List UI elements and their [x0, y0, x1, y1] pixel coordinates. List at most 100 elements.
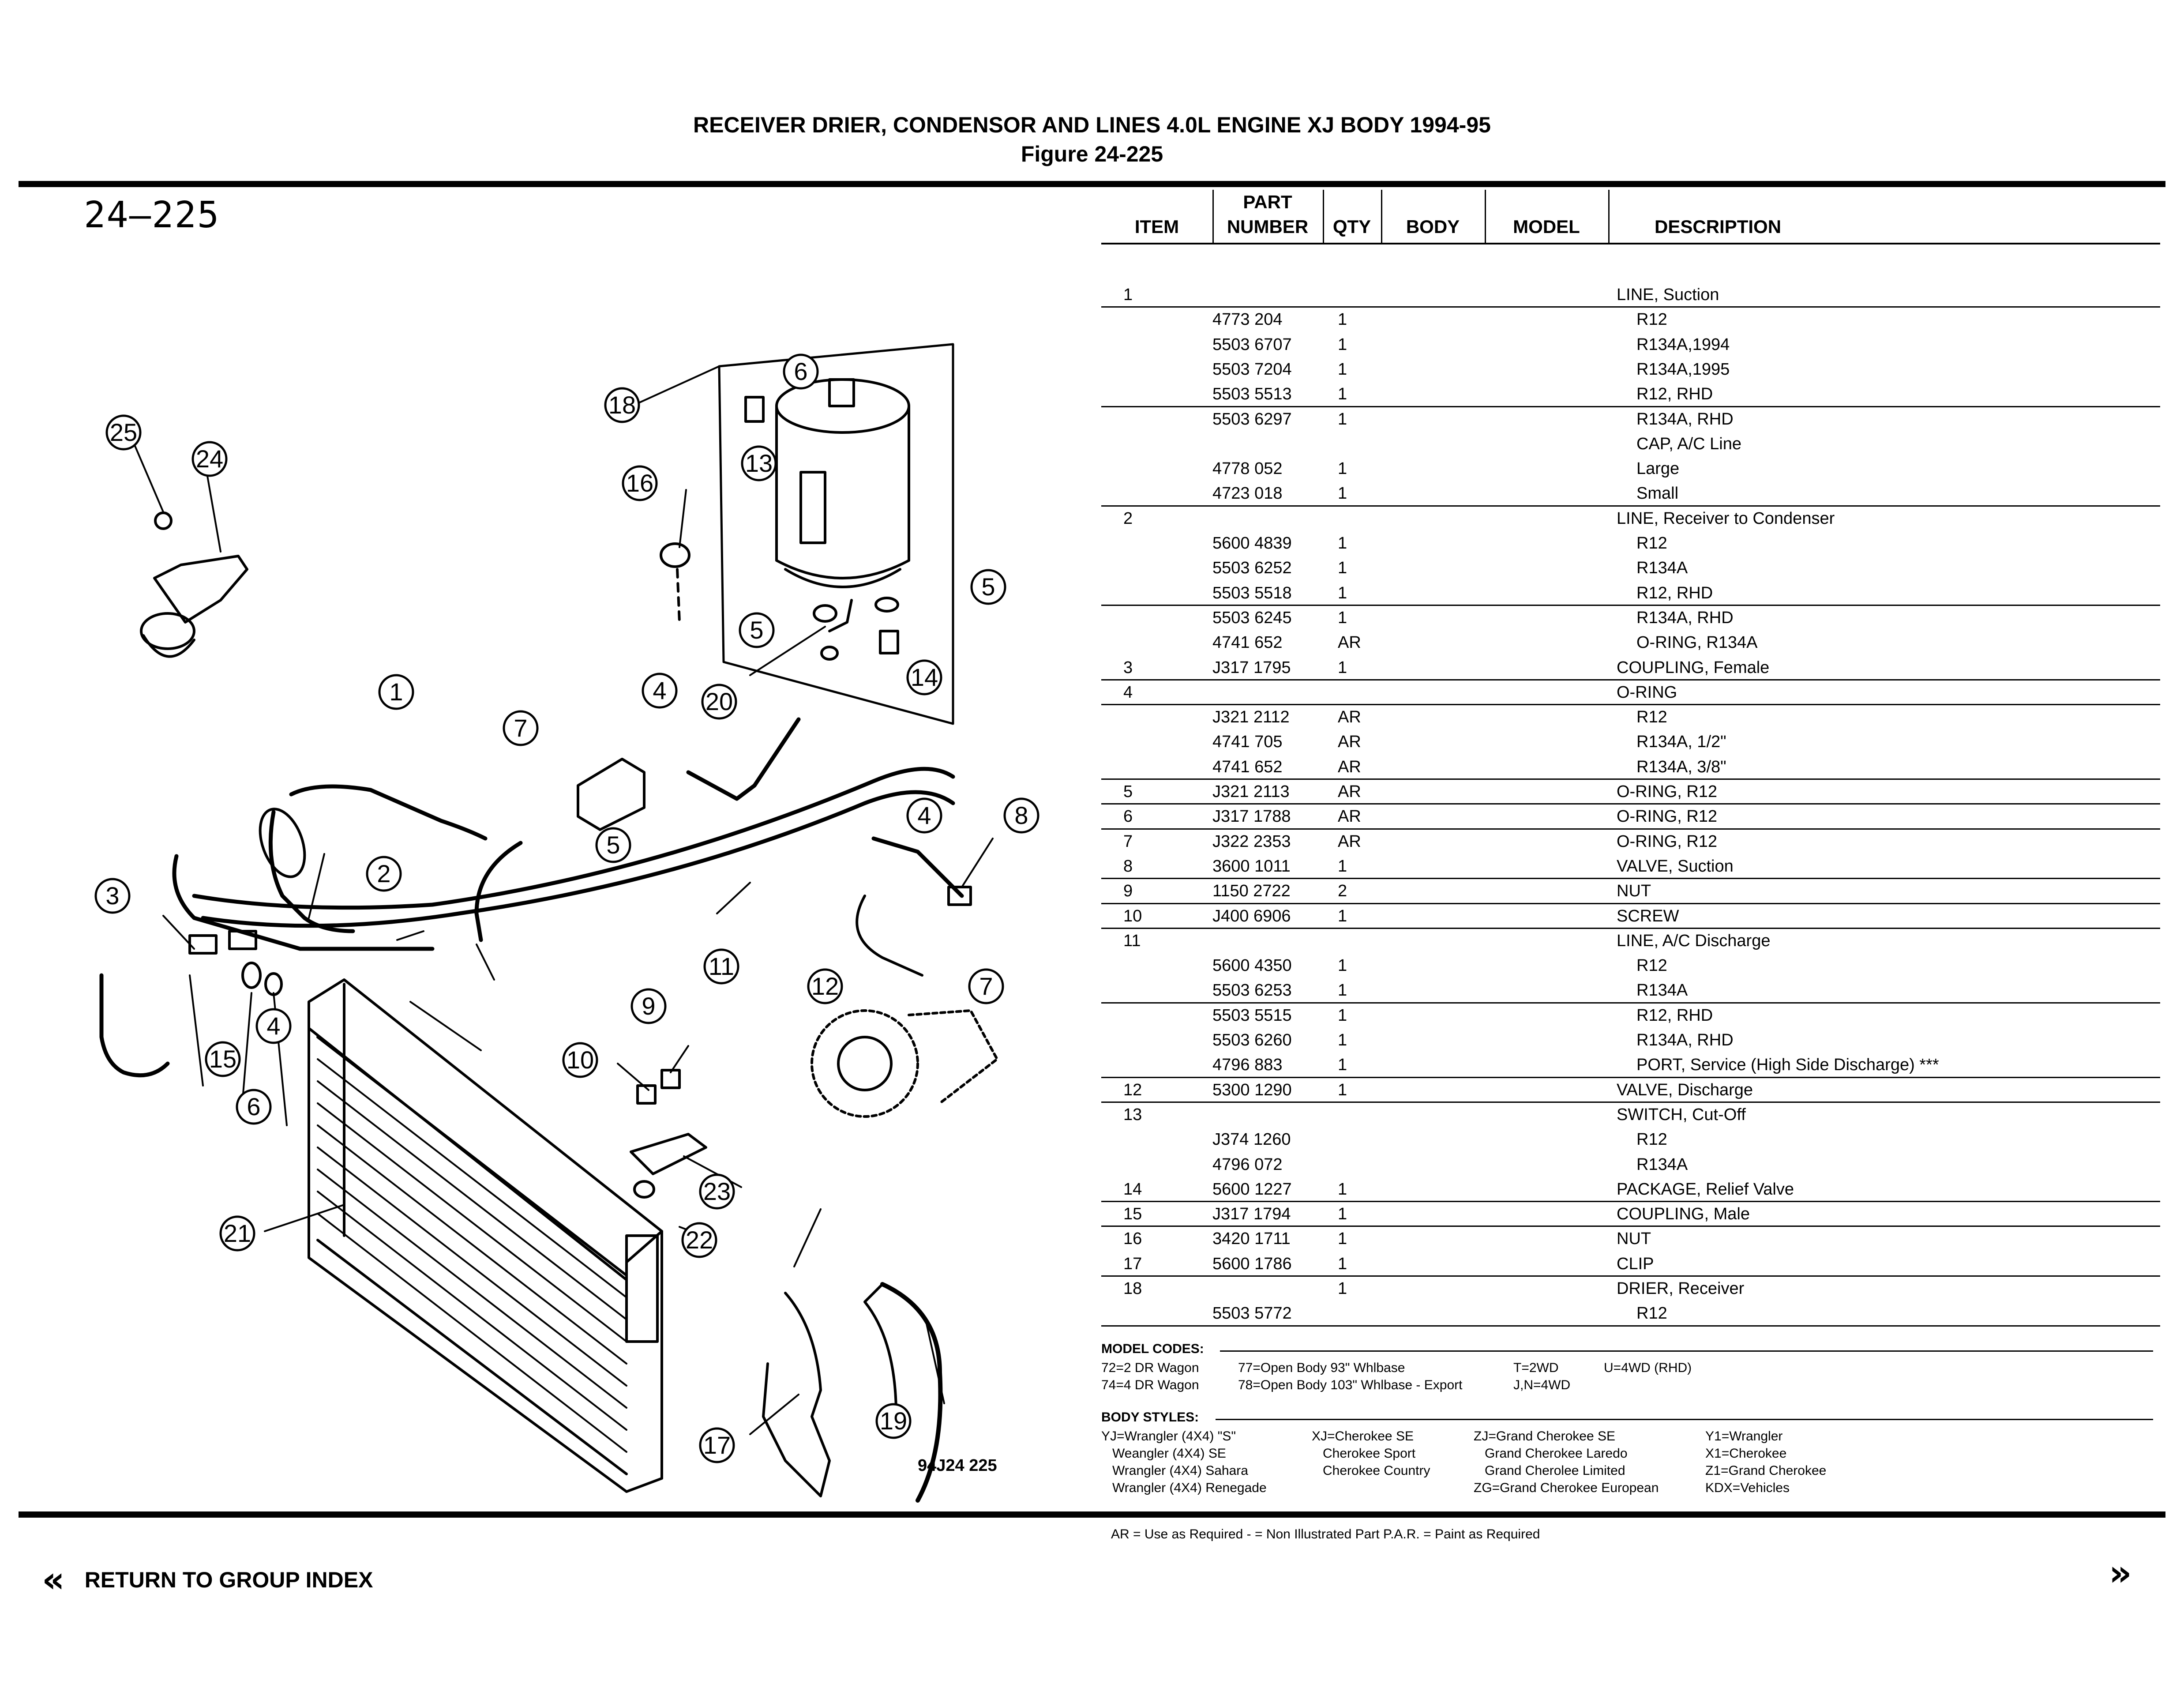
cell-desc: Large: [1636, 459, 1680, 478]
drier-frame: [718, 343, 954, 725]
svg-text:10: 10: [567, 1046, 594, 1074]
next-page-button[interactable]: »: [2109, 1553, 2132, 1594]
cell-desc: O-RING: [1617, 683, 1677, 702]
body-styles-col1: YJ=Wrangler (4X4) "S" Weangler (4X4) SE …: [1101, 1429, 1267, 1495]
figure-number: 24–225: [84, 194, 220, 236]
cell-desc: R134A,1994: [1636, 335, 1730, 354]
row-separator: [1101, 704, 2160, 706]
row-separator: [1101, 1076, 2160, 1078]
cell-desc: R12: [1636, 310, 1667, 329]
cell-item: 12: [1123, 1080, 1142, 1099]
cell-part: 4741 652: [1212, 633, 1283, 652]
return-to-group-index-link[interactable]: « RETURN TO GROUP INDEX: [42, 1562, 373, 1598]
cell-qty: 1: [1338, 1180, 1347, 1199]
cell-desc: SWITCH, Cut-Off: [1617, 1105, 1746, 1124]
double-chevron-left-icon: «: [42, 1559, 65, 1600]
svg-text:24: 24: [196, 445, 223, 473]
cell-desc: CLIP: [1617, 1254, 1654, 1273]
cell-part: 5503 7204: [1212, 360, 1292, 379]
row-separator: [1101, 902, 2160, 904]
row-separator: [1101, 406, 2160, 407]
svg-text:4: 4: [653, 677, 666, 704]
cell-part: J321 2112: [1212, 708, 1290, 727]
cell-item: 18: [1123, 1279, 1142, 1298]
cell-qty: 1: [1338, 658, 1347, 677]
svg-text:3: 3: [105, 882, 119, 910]
table-row: CAP, A/C Line: [1101, 432, 2160, 456]
cell-qty: 1: [1338, 310, 1347, 329]
svg-text:22: 22: [686, 1226, 713, 1254]
cell-qty: 1: [1338, 1080, 1347, 1099]
cell-item: 9: [1123, 882, 1133, 901]
cell-qty: AR: [1338, 733, 1361, 752]
row-separator: [1101, 1325, 2160, 1327]
cell-qty: 1: [1338, 360, 1347, 379]
cell-part: 4723 018: [1212, 484, 1283, 503]
cell-part: 4741 705: [1212, 733, 1283, 752]
condenser-core: [308, 978, 663, 1281]
cell-qty: 1: [1338, 534, 1347, 553]
bottom-rule: [19, 1511, 2165, 1518]
cell-desc: R134A, RHD: [1636, 410, 1734, 429]
row-separator: [1101, 878, 2160, 880]
callout-12: 12: [807, 968, 843, 1004]
cell-desc: R12, RHD: [1636, 385, 1713, 404]
cell-item: 8: [1123, 857, 1133, 876]
table-row: 5503 7204 1 R134A,1995: [1101, 357, 2160, 382]
cell-qty: 2: [1338, 882, 1347, 901]
cell-qty: AR: [1338, 708, 1361, 727]
cell-qty: AR: [1338, 832, 1361, 851]
drier-body: [775, 405, 910, 579]
svg-text:4: 4: [917, 801, 931, 829]
callout-7b: 7: [968, 968, 1004, 1004]
top-rule: [19, 181, 2165, 187]
cell-desc: R134A,1995: [1636, 360, 1730, 379]
svg-text:23: 23: [703, 1177, 731, 1205]
cell-qty: 1: [1338, 385, 1347, 404]
row-separator: [1101, 604, 2160, 606]
svg-text:1: 1: [389, 678, 403, 706]
svg-text:7: 7: [514, 714, 527, 742]
cell-part: 4796 883: [1212, 1056, 1283, 1075]
svg-text:19: 19: [880, 1407, 907, 1435]
callout-3: 3: [94, 878, 131, 914]
cell-desc: R134A: [1636, 1155, 1688, 1174]
page-title: RECEIVER DRIER, CONDENSOR AND LINES 4.0L…: [0, 110, 2184, 169]
cell-desc: O-RING, R134A: [1636, 633, 1758, 652]
cell-item: 7: [1123, 832, 1133, 851]
model-codes-col1: 72=2 DR Wagon 74=4 DR Wagon: [1101, 1361, 1199, 1392]
cell-qty: 1: [1338, 484, 1347, 503]
cell-item: 14: [1123, 1180, 1142, 1199]
col-qty: QTY: [1332, 216, 1371, 237]
cell-desc: R12: [1636, 956, 1667, 975]
cell-item: 5: [1123, 782, 1133, 801]
cell-part: 5600 4350: [1212, 956, 1292, 975]
cell-part: J317 1794: [1212, 1205, 1291, 1224]
callout-2: 2: [366, 856, 402, 892]
cell-item: 15: [1123, 1205, 1142, 1224]
title-text: RECEIVER DRIER, CONDENSOR AND LINES 4.0L…: [693, 113, 1491, 137]
row-separator: [1101, 778, 2160, 780]
cell-desc: R12: [1636, 1130, 1667, 1149]
legend-note: AR = Use as Required - = Non Illustrated…: [1111, 1527, 1540, 1541]
model-codes-col2: 77=Open Body 93" Whlbase 78=Open Body 10…: [1238, 1361, 1463, 1392]
cell-part: J321 2113: [1212, 782, 1290, 801]
callout-13: 13: [741, 445, 777, 481]
cell-desc: COUPLING, Male: [1617, 1205, 1750, 1224]
